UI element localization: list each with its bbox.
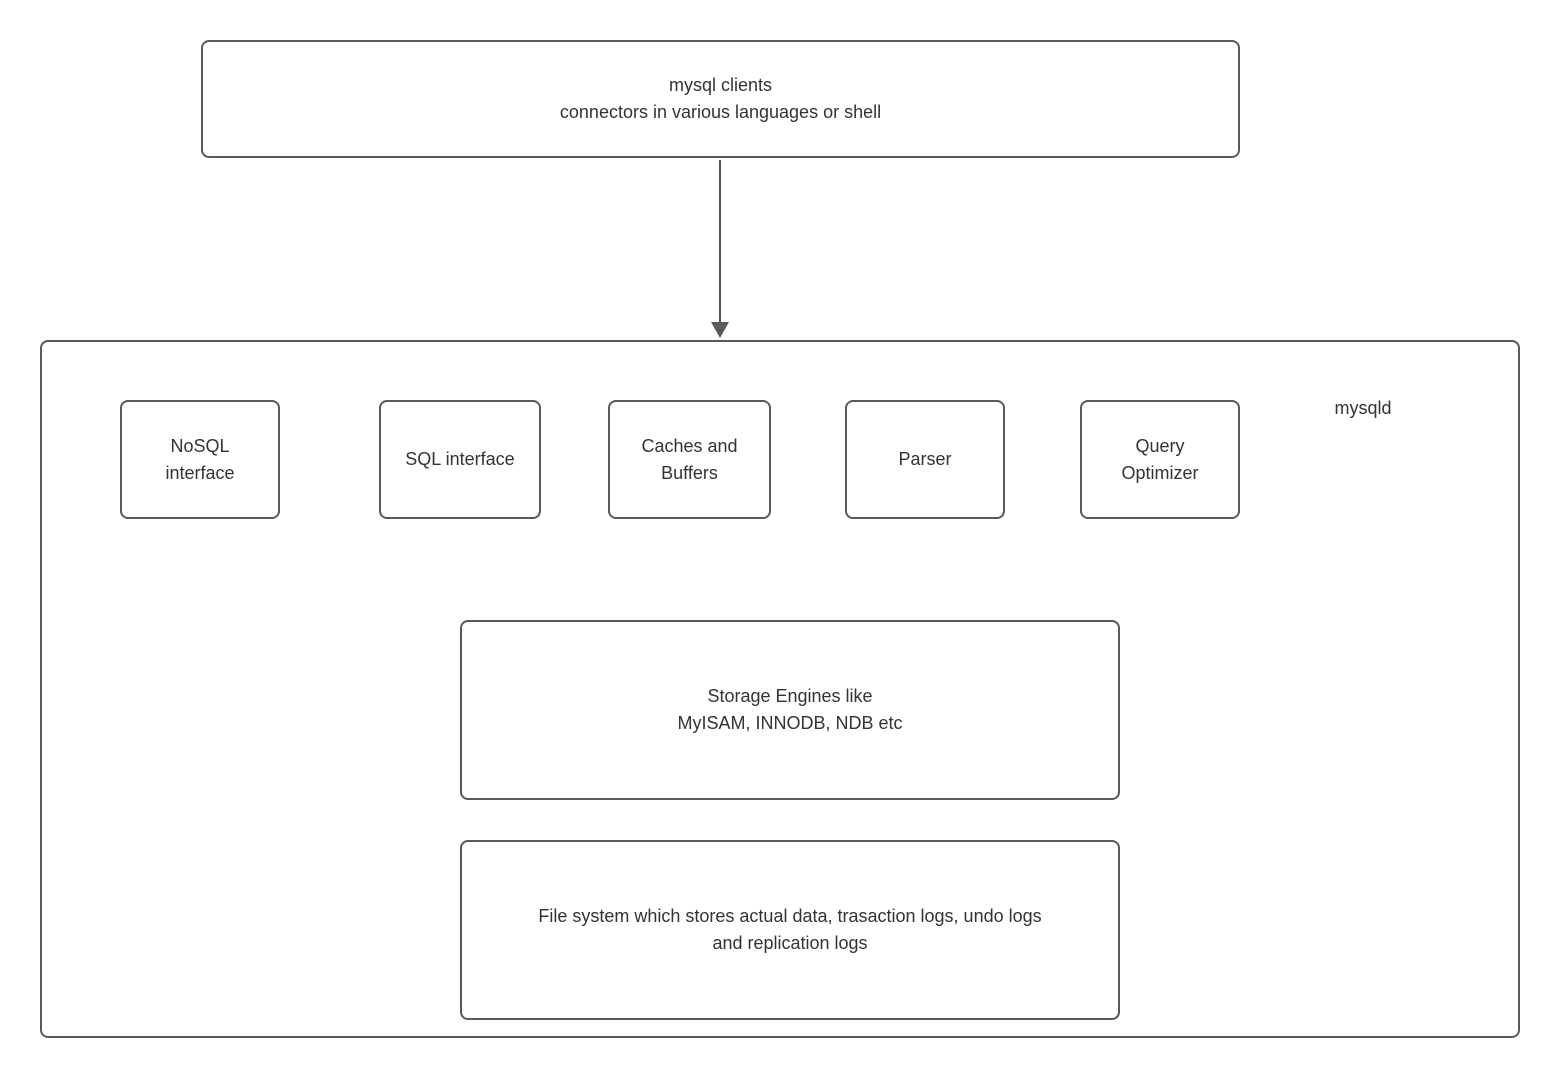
module-label-nosql-interface: NoSQL interface <box>165 435 235 483</box>
module-box-nosql-interface: NoSQL interface <box>120 400 280 519</box>
clients-box: mysql clients connectors in various lang… <box>201 40 1240 158</box>
clients-box-label: mysql clients connectors in various lang… <box>559 75 882 122</box>
mysqld-container <box>40 340 1520 1038</box>
mysqld-label: mysqld <box>1334 398 1392 418</box>
module-box-query-optimizer: Query Optimizer <box>1080 400 1240 519</box>
flow-arrow-line <box>719 160 721 324</box>
file-system-label: File system which stores actual data, tr… <box>538 906 1042 953</box>
module-label-parser: Parser <box>898 449 952 469</box>
module-label-sql-interface: SQL interface <box>405 449 515 469</box>
module-label-query-optimizer: Query Optimizer <box>1121 435 1199 483</box>
module-box-sql-interface: SQL interface <box>379 400 541 519</box>
module-label-caches-buffers: Caches and Buffers <box>641 435 738 483</box>
module-box-parser: Parser <box>845 400 1005 519</box>
storage-engines-box: Storage Engines like MyISAM, INNODB, NDB… <box>460 620 1120 800</box>
file-system-box: File system which stores actual data, tr… <box>460 840 1120 1020</box>
storage-engines-label: Storage Engines like MyISAM, INNODB, NDB… <box>677 686 903 733</box>
module-box-caches-buffers: Caches and Buffers <box>608 400 771 519</box>
flow-arrow-head-icon <box>711 322 729 338</box>
